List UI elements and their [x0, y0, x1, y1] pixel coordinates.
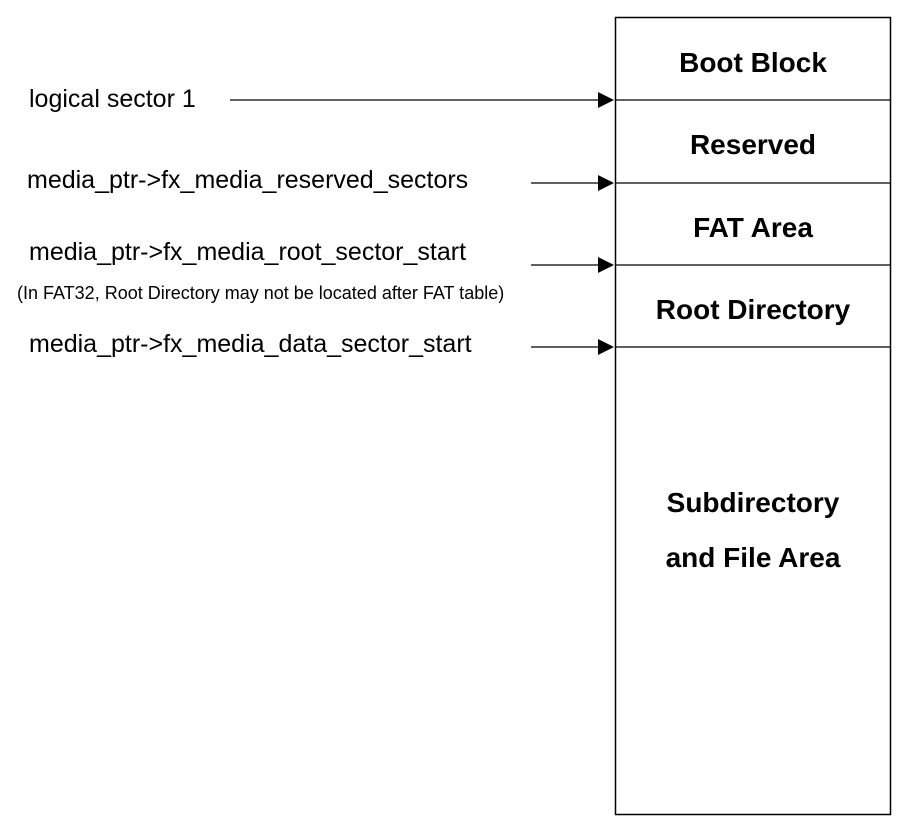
root-directory-note: (In FAT32, Root Directory may not be loc… — [17, 283, 505, 303]
root-directory-label: Root Directory — [655, 294, 851, 325]
arrow-root-sector-start — [531, 257, 614, 273]
fat-area-label: FAT Area — [693, 212, 813, 243]
data-sector-start-label: media_ptr->fx_media_data_sector_start — [29, 330, 472, 358]
subdirectory-file-area-label: Subdirectory and File Area — [616, 475, 890, 585]
subdirectory-label-line-1: Subdirectory — [666, 487, 840, 518]
reserved-block-label: Reserved — [689, 129, 817, 160]
logical-sector-label: logical sector 1 — [29, 85, 196, 113]
reserved-sectors-label: media_ptr->fx_media_reserved_sectors — [27, 166, 469, 194]
arrow-logical-sector — [230, 92, 614, 108]
arrow-data-sector-start — [531, 339, 614, 355]
boot-block-label: Boot Block — [679, 47, 827, 78]
subdirectory-label-line-2: and File Area — [665, 542, 841, 573]
root-sector-start-label: media_ptr->fx_media_root_sector_start — [29, 238, 467, 266]
arrow-reserved-sectors — [531, 175, 614, 191]
media-layout-box — [614, 16, 892, 816]
